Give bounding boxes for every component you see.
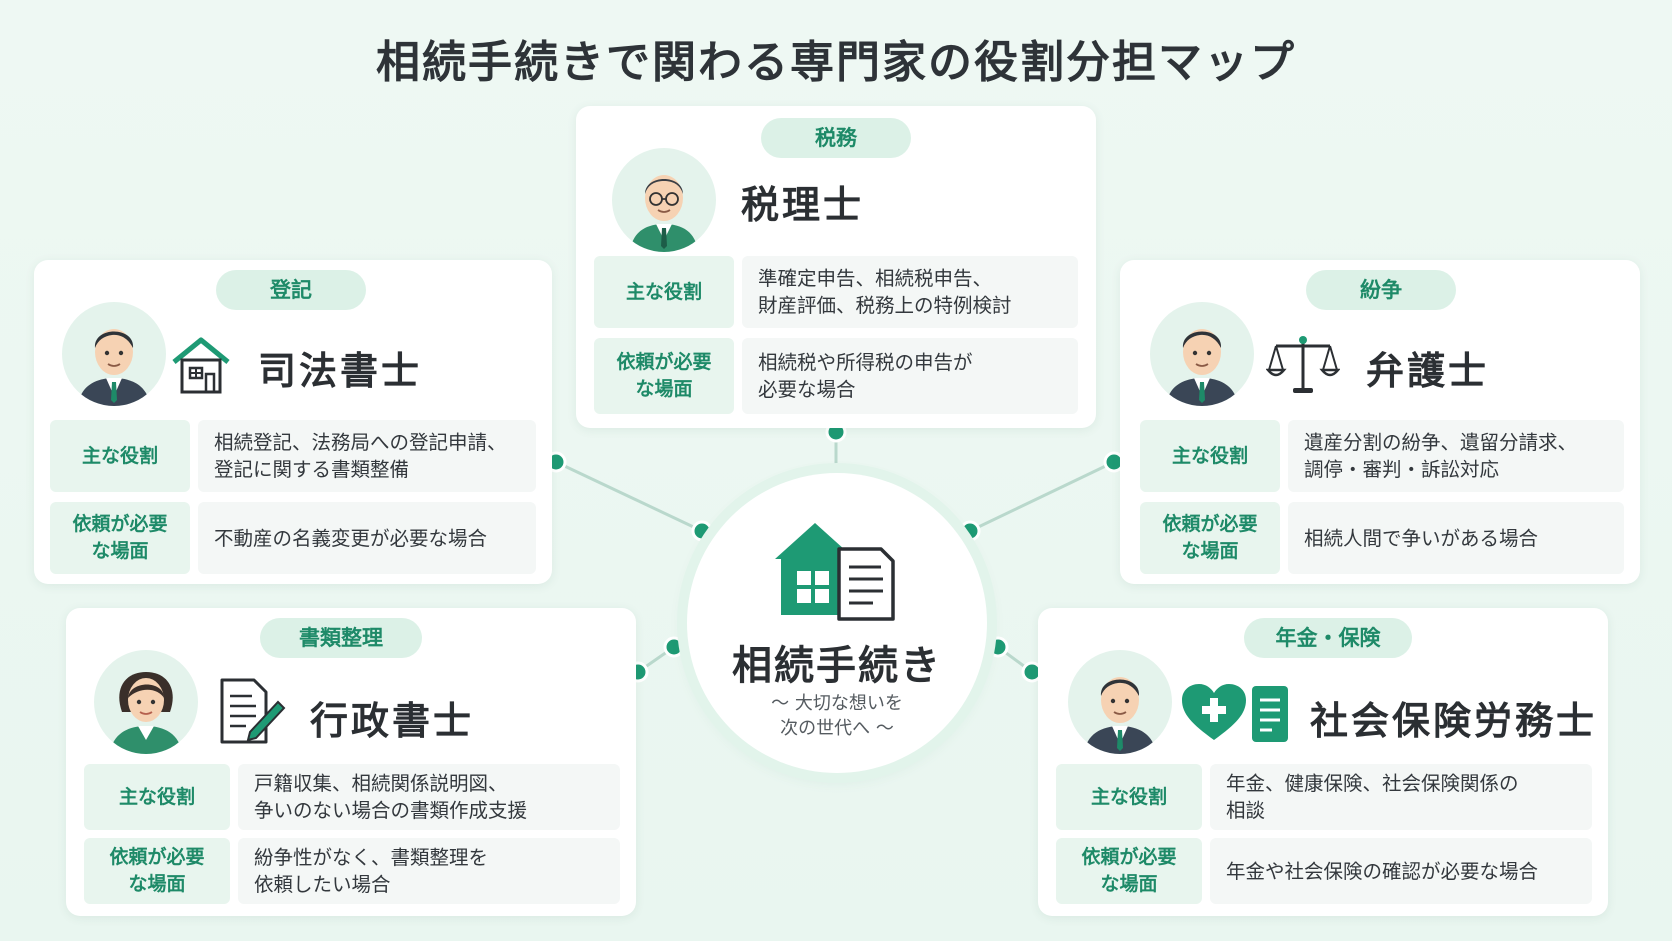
connector-dot: [663, 636, 685, 658]
card-sharoushi: 年金・保険 社会保険労務士 主な役割 年金、健康保険、社会保険関係の: [1038, 608, 1608, 916]
avatar-man-glasses: [612, 148, 716, 252]
label-main-role: 主な役割: [84, 764, 230, 830]
role-name: 行政書士: [310, 699, 475, 743]
tag-tax: 税務: [761, 118, 911, 158]
value-main-role: 戸籍収集、相続関係説明図、 争いのない場合の書類作成支援: [238, 764, 620, 830]
heart-cross-icon: [1182, 684, 1246, 742]
label-main-role: 主な役割: [1056, 764, 1202, 830]
house-icon: [168, 332, 234, 398]
avatar-woman: [94, 650, 198, 754]
page-title: 相続手続きで関わる専門家の役割分担マップ: [376, 37, 1296, 88]
label-main-role: 主な役割: [594, 256, 734, 328]
tag-dispute: 紛争: [1306, 270, 1456, 310]
tag-documents: 書類整理: [260, 618, 422, 658]
role-name: 弁護士: [1366, 349, 1490, 393]
avatar-man: [1068, 650, 1172, 754]
value-main-role: 相続登記、法務局への登記申請、 登記に関する書類整備: [198, 420, 536, 492]
tag-registration: 登記: [216, 270, 366, 310]
label-when-needed: 依頼が必要 な場面: [1056, 838, 1202, 904]
role-name: 司法書士: [258, 349, 423, 393]
center-subtitle: 〜 大切な想いを 次の世代へ 〜: [771, 693, 903, 739]
role-name: 社会保険労務士: [1310, 699, 1598, 743]
document-pen-icon: [216, 676, 286, 748]
card-bengoshi: 紛争 弁護士 主な役割 遺産分割の紛争、遺留分請求、 調停・審判・訴訟対: [1120, 260, 1640, 584]
insurance-card-icon: [1250, 684, 1290, 744]
label-when-needed: 依頼が必要 な場面: [50, 502, 190, 574]
center-hub: 相続手続き 〜 大切な想いを 次の世代へ 〜: [687, 473, 987, 773]
value-main-role: 遺産分割の紛争、遺留分請求、 調停・審判・訴訟対応: [1288, 420, 1624, 492]
value-when-needed: 相続人間で争いがある場合: [1288, 502, 1624, 574]
value-main-role: 準確定申告、相続税申告、 財産評価、税務上の特例検討: [742, 256, 1078, 328]
card-gyousei: 書類整理 行政書士 主な役割 戸籍収集、相続関係説明図、 争いのない場合の書類作…: [66, 608, 636, 916]
label-main-role: 主な役割: [1140, 420, 1280, 492]
label-when-needed: 依頼が必要 な場面: [84, 838, 230, 904]
card-zeirishi: 税務 税理士 主な役割 準確定申告、相続税申告、 財産評価、税務上の特例検討 依…: [576, 106, 1096, 428]
connector-dot: [987, 636, 1009, 658]
label-when-needed: 依頼が必要 な場面: [1140, 502, 1280, 574]
connector-dot: [691, 520, 713, 542]
value-when-needed: 相続税や所得税の申告が 必要な場合: [742, 338, 1078, 414]
house-document-icon: [769, 515, 899, 625]
center-title: 相続手続き: [732, 643, 942, 689]
avatar-man: [62, 302, 166, 406]
avatar-man: [1150, 302, 1254, 406]
label-when-needed: 依頼が必要 な場面: [594, 338, 734, 414]
label-main-role: 主な役割: [50, 420, 190, 492]
value-when-needed: 年金や社会保険の確認が必要な場合: [1210, 838, 1592, 904]
role-name: 税理士: [741, 183, 865, 227]
value-main-role: 年金、健康保険、社会保険関係の 相談: [1210, 764, 1592, 830]
card-shihou: 登記 司法書士 主な役割 相続登記、法務局への登記申請、 登記に関する書類整備 …: [34, 260, 552, 584]
tag-pension-insurance: 年金・保険: [1244, 618, 1412, 658]
value-when-needed: 紛争性がなく、書類整理を 依頼したい場合: [238, 838, 620, 904]
value-when-needed: 不動産の名義変更が必要な場合: [198, 502, 536, 574]
connector-dot: [959, 520, 981, 542]
scales-icon: [1265, 332, 1341, 398]
